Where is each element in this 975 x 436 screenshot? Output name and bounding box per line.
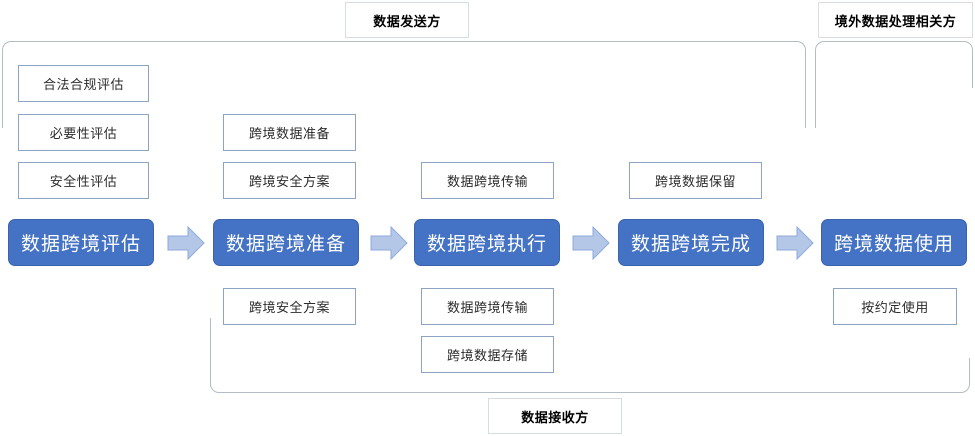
- overseas-lane-open-mask-left: [810, 128, 820, 358]
- arrow-right-icon: [776, 226, 814, 260]
- receiver-item-cross-border-data-storage[interactable]: 跨境数据存储: [421, 336, 554, 373]
- stage-cross-border-data-usage[interactable]: 跨境数据使用: [821, 219, 967, 266]
- stage-cross-border-data-execution[interactable]: 数据跨境执行: [414, 219, 560, 266]
- arrow-right-icon: [370, 226, 408, 260]
- sender-item-cross-border-data-retention[interactable]: 跨境数据保留: [629, 162, 762, 199]
- sender-item-cross-border-data-preparation[interactable]: 跨境数据准备: [223, 114, 356, 151]
- stage-cross-border-data-preparation[interactable]: 数据跨境准备: [213, 219, 359, 266]
- receiver-item-cross-border-data-transfer[interactable]: 数据跨境传输: [421, 288, 554, 325]
- sender-lane-open-mask: [0, 128, 10, 358]
- stage-cross-border-data-assessment[interactable]: 数据跨境评估: [8, 219, 154, 266]
- sender-item-security-assessment[interactable]: 安全性评估: [18, 162, 149, 199]
- arrow-right-icon: [572, 226, 610, 260]
- sender-item-cross-border-data-transfer[interactable]: 数据跨境传输: [421, 162, 554, 199]
- receiver-lane-open-mask-left: [205, 88, 216, 318]
- receiver-item-cross-border-security-plan[interactable]: 跨境安全方案: [223, 288, 356, 325]
- sender-item-legal-compliance-assessment[interactable]: 合法合规评估: [18, 65, 149, 102]
- sender-item-cross-border-security-plan[interactable]: 跨境安全方案: [223, 162, 356, 199]
- arrow-right-icon: [167, 226, 205, 260]
- sender-item-necessity-assessment[interactable]: 必要性评估: [18, 114, 149, 151]
- party-label-receiver: 数据接收方: [488, 398, 622, 434]
- party-label-sender: 数据发送方: [345, 2, 469, 38]
- overseas-item-use-as-agreed[interactable]: 按约定使用: [833, 288, 957, 325]
- stage-cross-border-data-completion[interactable]: 数据跨境完成: [618, 219, 764, 266]
- party-label-overseas: 境外数据处理相关方: [818, 2, 973, 38]
- receiver-lane-open-mask-right: [964, 88, 975, 288]
